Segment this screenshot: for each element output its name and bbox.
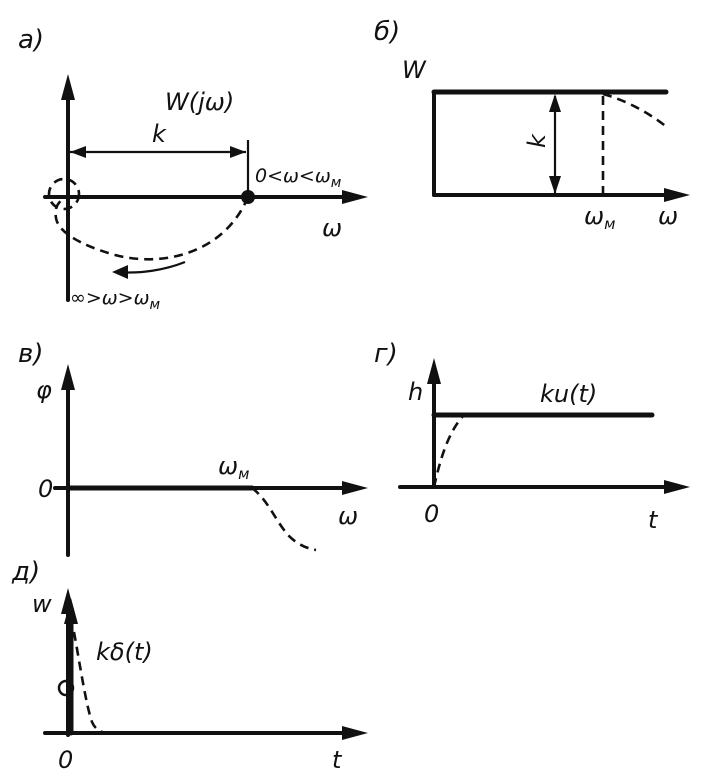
panel-e-function-label: kδ(t)	[96, 638, 153, 666]
panel-c-vertical-arrowhead	[61, 364, 75, 390]
panel-d-transient-curve	[432, 414, 465, 488]
panel-b-horizontal-arrowhead	[664, 188, 690, 202]
panel-a-frequency-response-curve	[54, 195, 250, 261]
panel-b-y-axis-label: W	[402, 56, 427, 84]
panel-a-nyquist-plot: а) W(jω) k 0<ω<ωм ω ∞>ω>ωм	[18, 25, 368, 313]
panel-a-direction-arrow	[117, 260, 186, 274]
panel-a-omega-axis-label: ω	[322, 214, 342, 242]
panel-e-horizontal-arrowhead	[342, 726, 368, 740]
panel-d-x-axis-label: t	[648, 506, 659, 534]
panel-e-impulse-decay-curve	[72, 631, 111, 735]
panel-a-high-range-label: ∞>ω>ωм	[70, 287, 161, 313]
panel-a-k-arrowhead-left	[70, 146, 86, 158]
panel-a-low-range-label: 0<ω<ωм	[255, 165, 342, 191]
panel-a-k-arrowhead-right	[230, 146, 246, 158]
panel-e-x-axis-label: t	[332, 746, 343, 774]
panel-c-phase-rolloff-curve	[251, 486, 317, 552]
panel-a-horizontal-arrowhead	[342, 190, 368, 204]
panel-a-vertical-arrowhead	[61, 74, 75, 100]
panel-a-k-label: k	[152, 120, 167, 148]
panel-c-zero-label: 0	[38, 475, 53, 503]
panel-c-phase-response: в) φ 0 ωм ω	[18, 339, 368, 557]
panel-b-k-label: k	[523, 133, 551, 148]
panel-c-x-axis-label: ω	[338, 502, 358, 530]
panel-e-zero-label: 0	[58, 746, 73, 774]
panel-b-tag: б)	[374, 17, 400, 47]
panel-c-horizontal-arrowhead	[342, 481, 368, 495]
panel-b-k-arrowhead-bottom	[549, 176, 561, 194]
panel-d-zero-label: 0	[424, 500, 439, 528]
panel-d-horizontal-arrowhead	[664, 480, 690, 494]
panel-d-y-axis-label: h	[408, 378, 423, 406]
panel-d-tag: г)	[374, 339, 398, 369]
panel-b-x-axis-label: ω	[658, 202, 678, 230]
panel-e-impulse-response: д) w kδ(t) 0 t	[11, 557, 368, 774]
panel-d-function-label: ku(t)	[540, 380, 597, 408]
panel-e-y-axis-label: w	[32, 590, 52, 618]
panel-a-direction-arrowhead	[112, 265, 128, 279]
panel-e-tag: д)	[11, 557, 40, 587]
panel-e-impulse-arrowhead	[64, 598, 78, 624]
panel-c-tag: в)	[18, 339, 43, 369]
panel-a-function-label: W(jω)	[165, 88, 234, 116]
panel-b-rolloff-curve	[602, 92, 669, 130]
panel-d-step-response: г) h ku(t) 0 t	[374, 339, 690, 534]
panel-b-amplitude-response: б) W k ωм ω	[374, 17, 690, 233]
panel-a-tag: а)	[18, 25, 44, 55]
panel-e-impulse-marker	[57, 679, 75, 697]
panel-a-origin-loop	[47, 177, 81, 211]
panel-d-vertical-arrowhead	[427, 358, 441, 384]
panel-c-cutoff-label: ωм	[218, 452, 249, 483]
panel-b-k-arrowhead-top	[549, 94, 561, 112]
panel-c-y-axis-label: φ	[36, 376, 52, 404]
panel-b-cutoff-label: ωм	[584, 202, 615, 233]
